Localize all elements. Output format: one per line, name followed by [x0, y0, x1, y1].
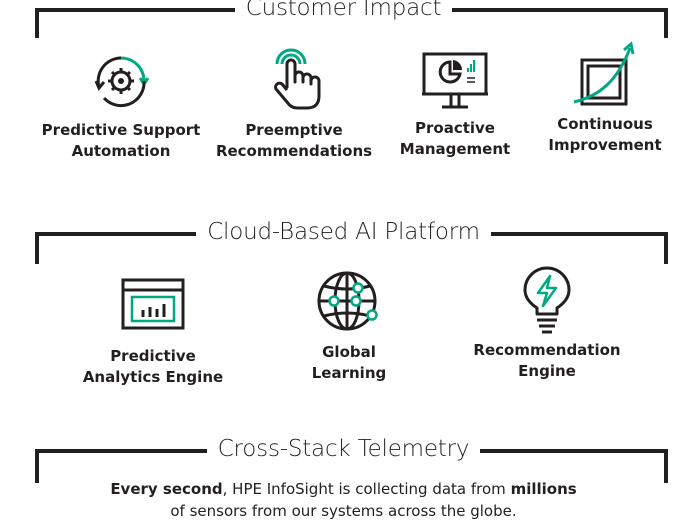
telemetry-line-1: Every second, HPE InfoSight is collectin…: [110, 480, 577, 498]
analytics-window-icon: [121, 278, 185, 330]
proactive-management-label: Proactive Management: [399, 119, 511, 158]
touch-hand-icon: [274, 48, 321, 110]
continuous-improvement-label: Continuous Improvement: [548, 115, 662, 154]
preemptive-recommendations-label: Preemptive Recommendations: [215, 121, 373, 160]
predictive-analytics-label: Predictive Analytics Engine: [82, 347, 224, 386]
continuous-improvement-item: Continuous Improvement: [535, 40, 675, 156]
cloud-platform-title: Cloud-Based AI Platform: [0, 218, 687, 246]
recommendation-engine-label: Recommendation Engine: [473, 341, 621, 380]
lightbulb-bolt-icon: [523, 266, 571, 334]
predictive-support-item: Predictive Support Automation: [40, 48, 202, 162]
recommendation-engine-item: Recommendation Engine: [467, 266, 627, 382]
telemetry-title: Cross-Stack Telemetry: [0, 435, 687, 463]
global-learning-label: Global Learning: [311, 343, 387, 382]
monitor-chart-icon: [422, 52, 488, 109]
growth-arrow-icon: [573, 41, 635, 106]
proactive-management-item: Proactive Management: [385, 50, 525, 160]
global-learning-item: Global Learning: [289, 268, 409, 384]
customer-impact-title: Customer Impact: [0, 0, 687, 22]
telemetry-description: Every second, HPE InfoSight is collectin…: [0, 478, 687, 522]
globe-network-icon: [317, 271, 378, 331]
preemptive-recommendations-item: Preemptive Recommendations: [210, 44, 378, 162]
predictive-analytics-item: Predictive Analytics Engine: [78, 276, 228, 388]
predictive-support-label: Predictive Support Automation: [41, 121, 201, 160]
cycle-gear-icon: [94, 56, 150, 108]
telemetry-line-2: of sensors from our systems across the g…: [170, 502, 517, 520]
